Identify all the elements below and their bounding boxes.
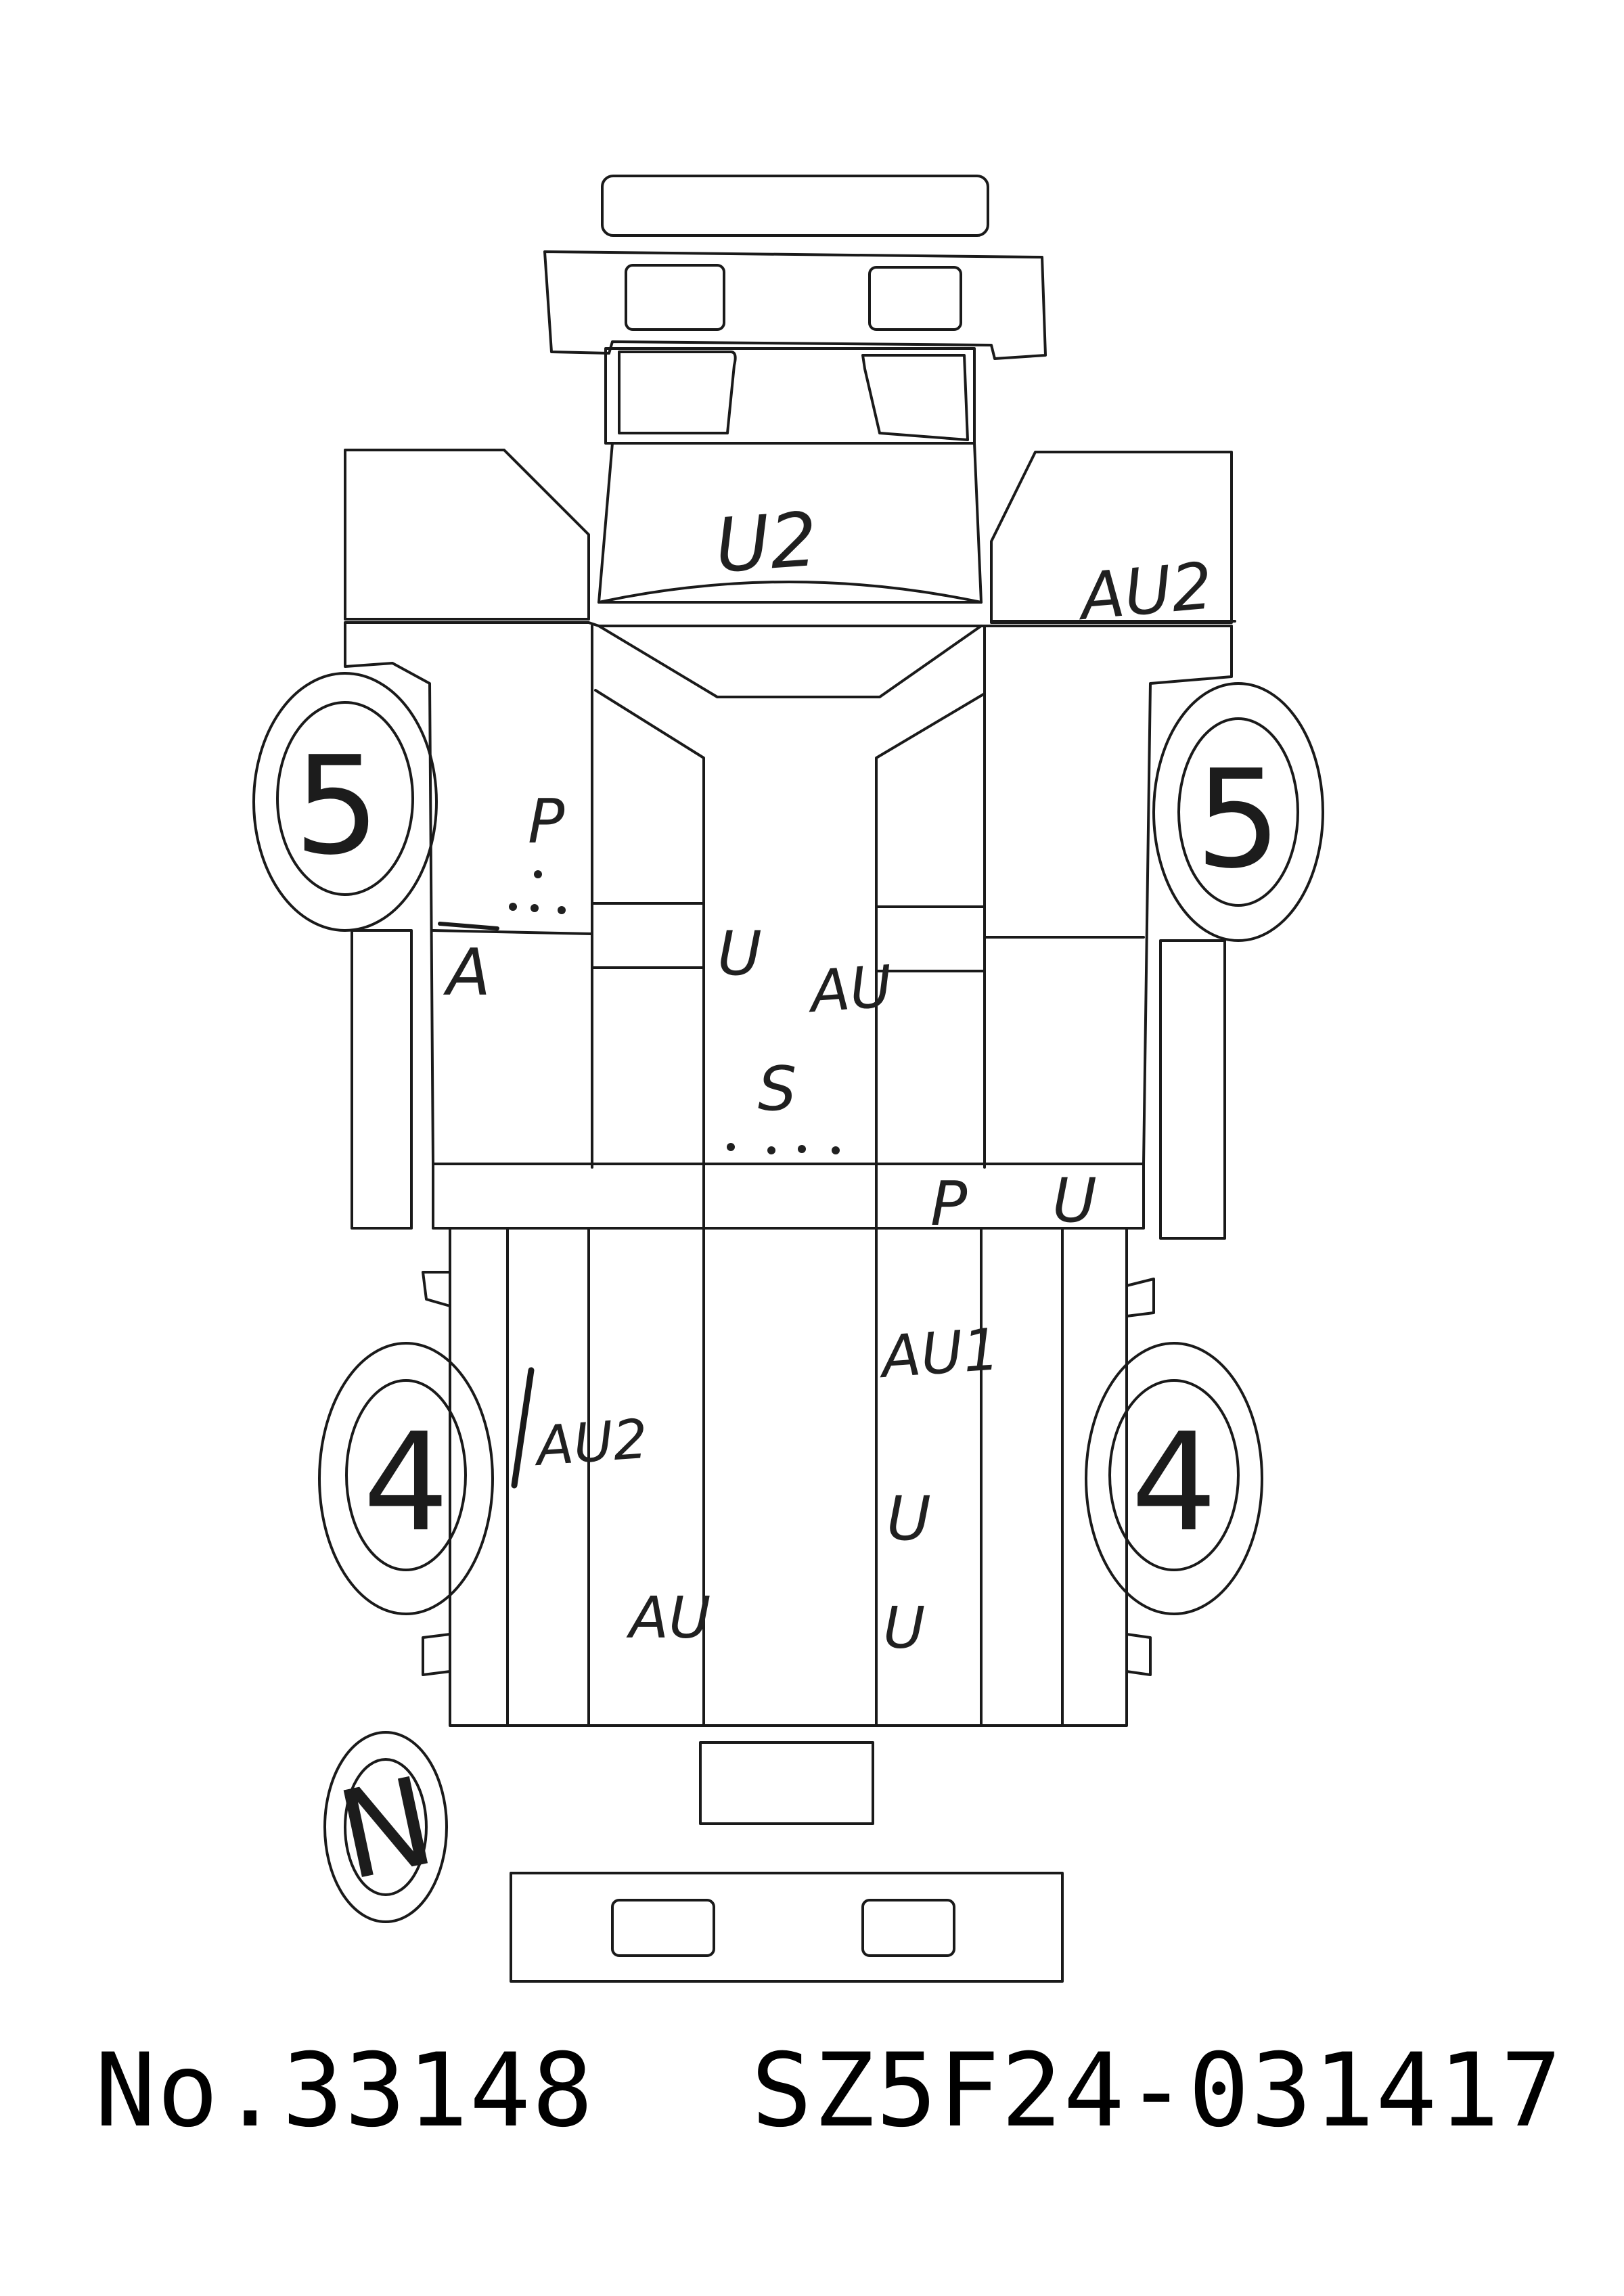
front-left-lamp [625, 264, 725, 331]
lot-number: No.33148 [95, 2032, 595, 2150]
windshield-outline [604, 347, 976, 445]
mark-roof-u: U [717, 918, 762, 989]
mark-bed-au1: AU1 [876, 1316, 1002, 1391]
front-grille-outline [543, 250, 1047, 360]
bed-bracket-fr [1125, 1278, 1155, 1318]
mark-roof-s: S [758, 1054, 796, 1125]
rear-hitch [699, 1741, 874, 1825]
bed-bracket-fl [422, 1271, 451, 1307]
scratch-dots-left [509, 870, 566, 914]
chassis-serial: SZ5F24-031417 [751, 2032, 1563, 2150]
roof-center-left [594, 689, 705, 1727]
roof-center-right [875, 692, 986, 1727]
front-right-lamp [868, 266, 962, 331]
mark-front-left-p: P [528, 786, 565, 857]
mark-front-left-a: A [443, 936, 491, 1010]
windshield-inner [618, 351, 969, 441]
right-door-strip [875, 905, 986, 972]
mark-rear-right-p: P [930, 1169, 968, 1240]
front-left-fender [344, 449, 590, 621]
mark-roof-au: AU [805, 953, 895, 1027]
front-right-tire: 5 [1152, 682, 1324, 942]
tire-grade-front-left: 5 [294, 727, 380, 885]
rear-right-tire: 4 [1085, 1342, 1263, 1615]
tire-grade-front-right: 5 [1195, 741, 1281, 899]
rear-right-lamp [861, 1899, 955, 1957]
spare-tire-grade: N [327, 1751, 445, 1908]
cargo-bed-outline [449, 1227, 1128, 1727]
spare-tire: N [323, 1731, 448, 1923]
mark-hood: U2 [713, 496, 820, 589]
scratch-dots-roof [727, 1143, 840, 1154]
cab-rear-bar [432, 1163, 1145, 1230]
left-door-strip [591, 902, 705, 969]
rear-left-tire: 4 [318, 1342, 494, 1615]
mark-bar-bed-left [511, 1367, 535, 1489]
mark-bed-left-au2: AU2 [531, 1408, 650, 1479]
tire-grade-rear-left: 4 [363, 1404, 449, 1562]
cab-roof-lines [597, 625, 983, 698]
mark-dash-left [438, 922, 499, 930]
bed-bracket-rl [422, 1633, 451, 1676]
mark-rear-right-u: U [1052, 1165, 1097, 1236]
rear-bumper [510, 1872, 1064, 1983]
left-step [351, 929, 413, 1230]
rear-left-lamp [611, 1899, 715, 1957]
right-step [1159, 939, 1226, 1240]
mark-front-right-fender: AU2 [1073, 549, 1215, 635]
mark-bed-u-lower: U [883, 1595, 925, 1662]
bed-bracket-rr [1125, 1633, 1152, 1676]
front-left-tire: 5 [252, 672, 438, 932]
tire-grade-rear-right: 4 [1131, 1404, 1217, 1562]
hood-crease [597, 581, 983, 604]
mark-bed-u-upper: U [886, 1483, 931, 1554]
left-door-line [432, 929, 593, 935]
front-bumper-outline [601, 175, 989, 237]
mark-bed-au: AU [626, 1585, 710, 1652]
